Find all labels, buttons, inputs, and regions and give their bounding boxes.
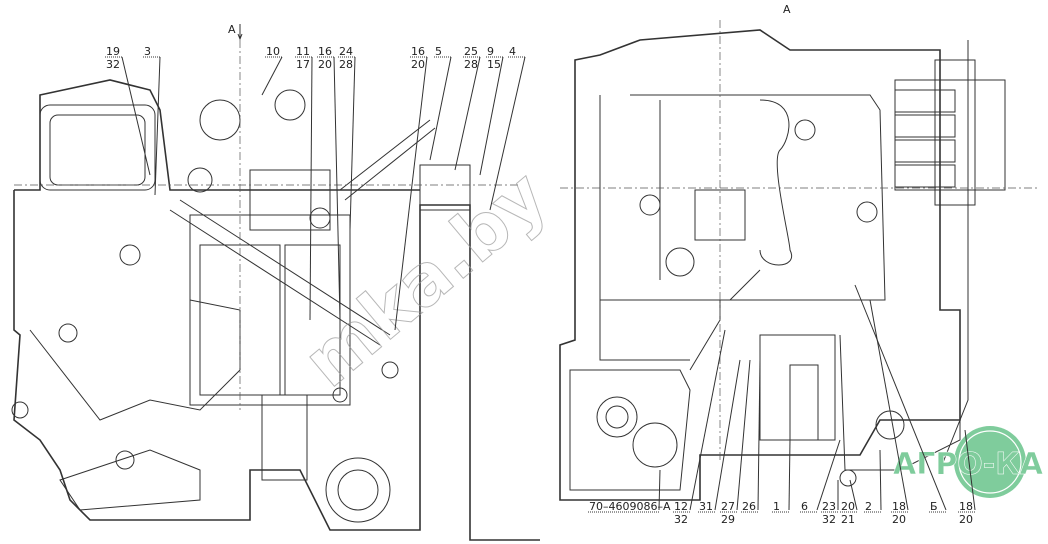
leader-line [658,469,661,511]
callout-number-secondary: 20 [318,58,332,71]
callout-number-secondary: 29 [721,513,735,526]
leader-line [261,56,283,96]
callout-number: 16 [318,45,332,58]
callout-number: 6 [801,500,808,513]
view-marker-left: А [228,23,236,36]
callout-number: 20 [841,500,855,513]
leader-line [479,56,504,176]
leader-line [714,359,741,511]
callout-number: 18 [959,500,973,513]
leader-line [394,56,428,331]
leader-line [121,56,151,176]
callout-number-secondary: 28 [339,58,353,71]
leader-line [816,439,841,511]
callout-number: 70–4609086–А [589,500,671,513]
leader-line [349,56,356,231]
right-view [559,20,1040,501]
callout-number: 2 [865,500,872,513]
leader-line [964,429,976,511]
callout-number: Б [930,500,938,513]
callout-number: 10 [266,45,280,58]
leader-line [309,56,313,321]
callout-number-secondary: 21 [841,513,855,526]
leader-line [879,449,882,511]
logo-text: АГРО-КА [893,447,1044,482]
callout-number: 9 [487,45,494,58]
callout-number: 23 [822,500,836,513]
callout-number: 18 [892,500,906,513]
callout-number-secondary: 32 [674,513,688,526]
callout-number: 4 [509,45,516,58]
callout-number-secondary: 32 [106,58,120,71]
left-view [11,40,540,541]
callout-number: 12 [674,500,688,513]
leader-line [333,56,341,321]
callout-number-secondary: 15 [487,58,501,71]
leader-line [689,329,726,511]
callout-number: 11 [296,45,310,58]
leader-line [849,479,858,511]
callout-number-secondary: 17 [296,58,310,71]
leader-line [757,359,761,511]
callout-number: 26 [742,500,756,513]
callout-number-secondary: 28 [464,58,478,71]
leader-line [454,56,481,171]
view-marker-right: А [783,3,791,16]
callout-number-secondary: 20 [411,58,425,71]
leader-line [429,56,452,161]
callout-number-secondary: 20 [959,513,973,526]
callout-number: 3 [144,45,151,58]
view-markers: А А [228,3,791,41]
callout-number: 24 [339,45,353,58]
agro-ka-logo: АГРО-КА [893,426,1044,498]
leader-line [854,284,947,511]
callout-number: 5 [435,45,442,58]
watermark-text: mka.by [288,154,562,403]
view-arrow-head [237,33,243,41]
callout-number: 27 [721,500,735,513]
leader-line [736,359,751,511]
leader-line [788,439,791,511]
callout-number-secondary: 20 [892,513,906,526]
callout-number: 16 [411,45,425,58]
leader-line [869,299,909,511]
leader-line [154,56,161,196]
callout-number: 19 [106,45,120,58]
callout-number: 1 [773,500,780,513]
leader-line [489,56,526,211]
callout-number-secondary: 32 [822,513,836,526]
watermark: mka.by [288,154,563,404]
callout-number: 31 [699,500,713,513]
callout-number: 25 [464,45,478,58]
